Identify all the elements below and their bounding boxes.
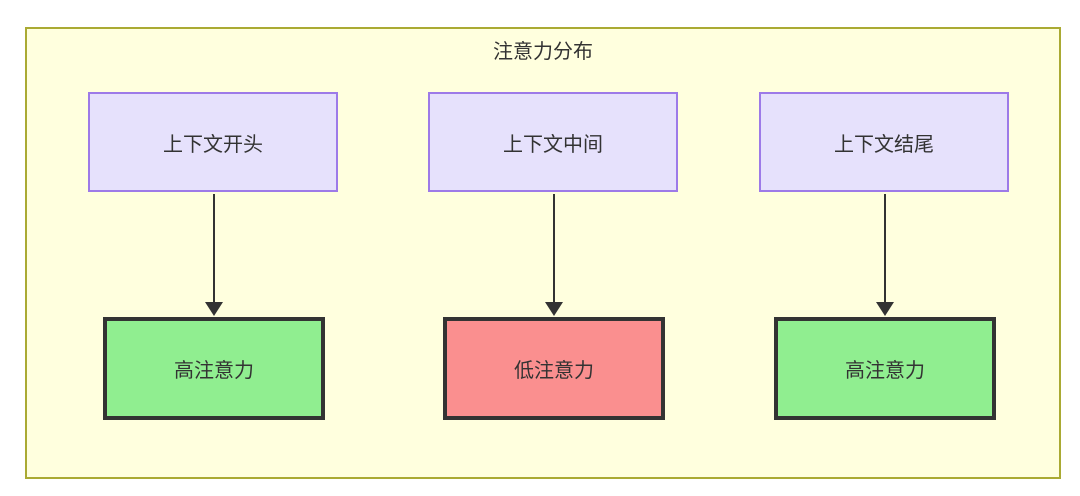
edge-context-end-to-attention bbox=[884, 194, 886, 302]
node-context-middle-label: 上下文中间 bbox=[503, 133, 603, 156]
node-context-end-label: 上下文结尾 bbox=[834, 133, 934, 156]
arrowhead-icon bbox=[876, 302, 894, 316]
arrowhead-icon bbox=[205, 302, 223, 316]
arrowhead-icon bbox=[545, 302, 563, 316]
node-attention-end-label: 高注意力 bbox=[845, 360, 925, 382]
node-attention-start-label: 高注意力 bbox=[174, 360, 254, 382]
node-attention-middle-label: 低注意力 bbox=[514, 360, 594, 382]
node-context-middle[interactable]: 上下文中间 bbox=[428, 92, 678, 192]
edge-context-start-to-attention bbox=[213, 194, 215, 302]
node-attention-end[interactable]: 高注意力 bbox=[774, 317, 996, 420]
node-context-end[interactable]: 上下文结尾 bbox=[759, 92, 1009, 192]
node-attention-start[interactable]: 高注意力 bbox=[103, 317, 325, 420]
node-context-start[interactable]: 上下文开头 bbox=[88, 92, 338, 192]
node-context-start-label: 上下文开头 bbox=[163, 133, 263, 156]
group-title: 注意力分布 bbox=[493, 41, 593, 63]
node-attention-middle[interactable]: 低注意力 bbox=[443, 317, 665, 420]
edge-context-middle-to-attention bbox=[553, 194, 555, 302]
